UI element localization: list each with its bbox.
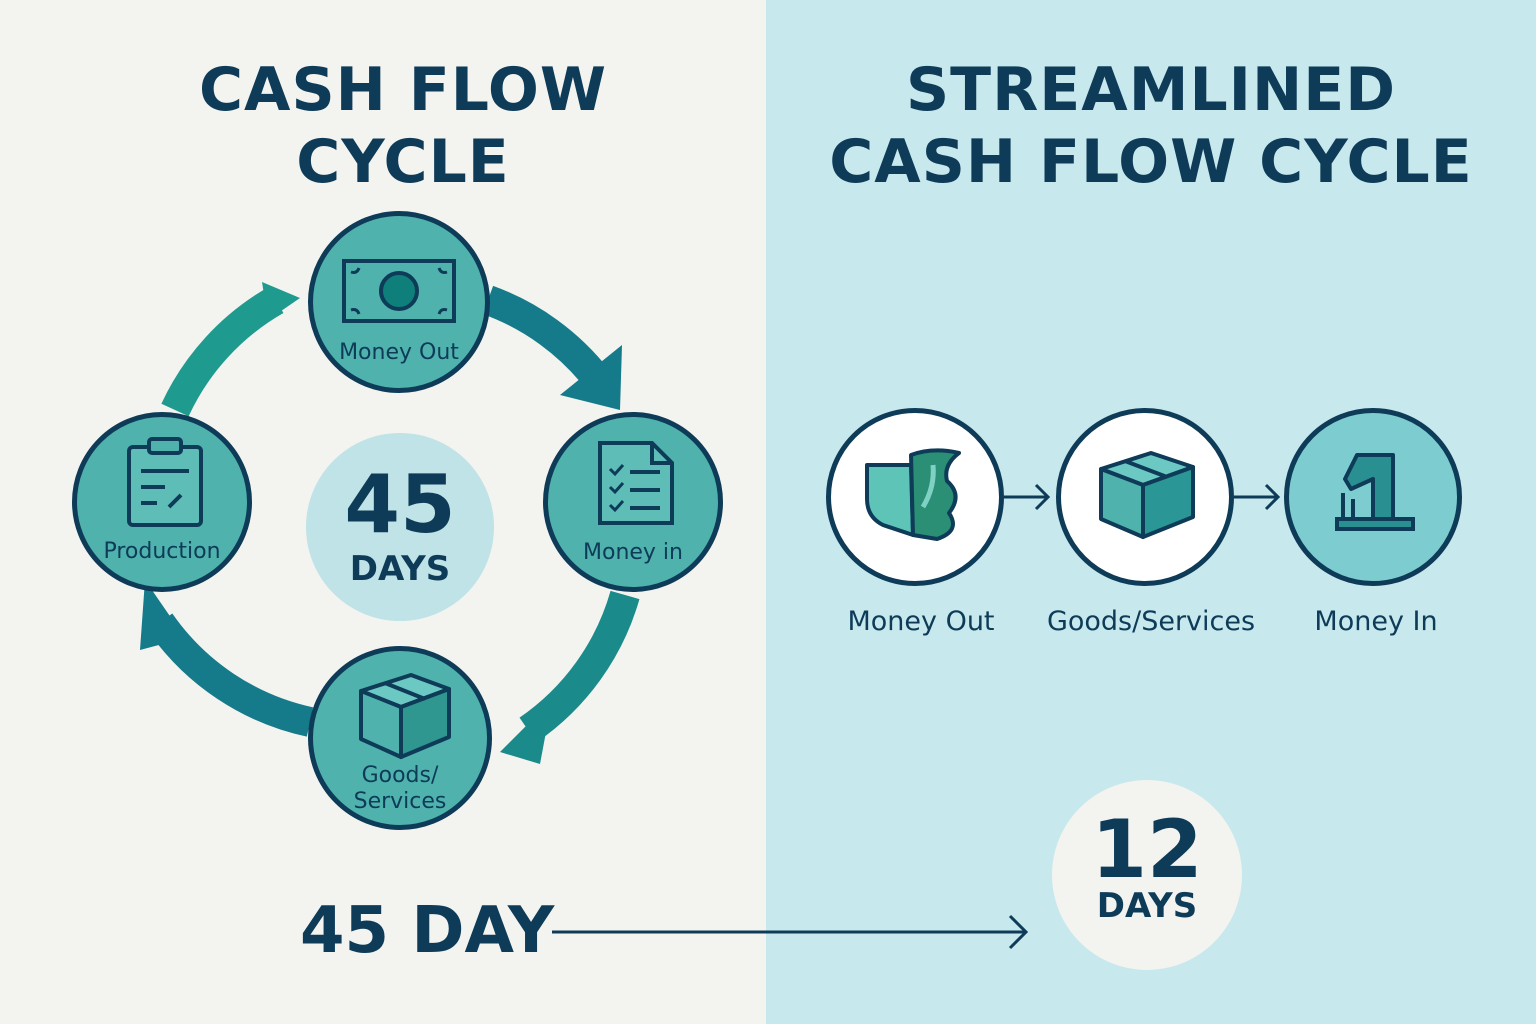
streamlined-days-unit: DAYS [1096, 886, 1198, 926]
step-money-in [1284, 408, 1462, 586]
bottom-45-day-label: 45 DAY [300, 894, 555, 968]
node-money-out: Money Out [308, 211, 490, 393]
bank-icon [1335, 453, 1415, 531]
center-days-unit: DAYS [349, 549, 451, 589]
node-money-in: Money in [543, 412, 723, 592]
step-money-out-label: Money Out [847, 606, 995, 637]
node-money-in-label: Money in [583, 540, 683, 565]
banknote-icon [342, 259, 456, 323]
node-goods-services: Goods/ Services [308, 646, 492, 830]
clipboard-icon [127, 437, 203, 527]
arrowhead-2 [560, 345, 622, 410]
box-icon [359, 673, 451, 759]
step-money-out [826, 408, 1004, 586]
center-days-badge: 45 DAYS [306, 433, 494, 621]
node-money-out-label: Money Out [339, 340, 459, 365]
arrowhead-1 [262, 282, 300, 320]
node-production-label: Production [103, 539, 221, 564]
arrow-production-to-money-out [161, 286, 284, 417]
document-checklist-icon [598, 441, 674, 525]
arrowhead-4 [140, 580, 185, 650]
step-goods-services [1056, 408, 1234, 586]
arrow-money-out-to-money-in [482, 285, 610, 390]
node-production: Production [72, 412, 252, 592]
arrowhead-3 [500, 700, 552, 764]
left-title: CASH FLOW CYCLE [198, 55, 608, 197]
streamlined-days-badge: 12 DAYS [1052, 780, 1242, 970]
node-goods-label: Goods/ Services [353, 763, 447, 814]
streamlined-days-number: 12 [1091, 803, 1203, 896]
right-title: STREAMLINED CASH FLOW CYCLE [829, 55, 1473, 197]
box-icon [1099, 451, 1195, 539]
step-goods-services-label: Goods/Services [1046, 606, 1256, 637]
step-money-in-label: Money In [1314, 606, 1438, 637]
center-days-number: 45 [344, 458, 456, 551]
wallet-icon [865, 448, 961, 541]
